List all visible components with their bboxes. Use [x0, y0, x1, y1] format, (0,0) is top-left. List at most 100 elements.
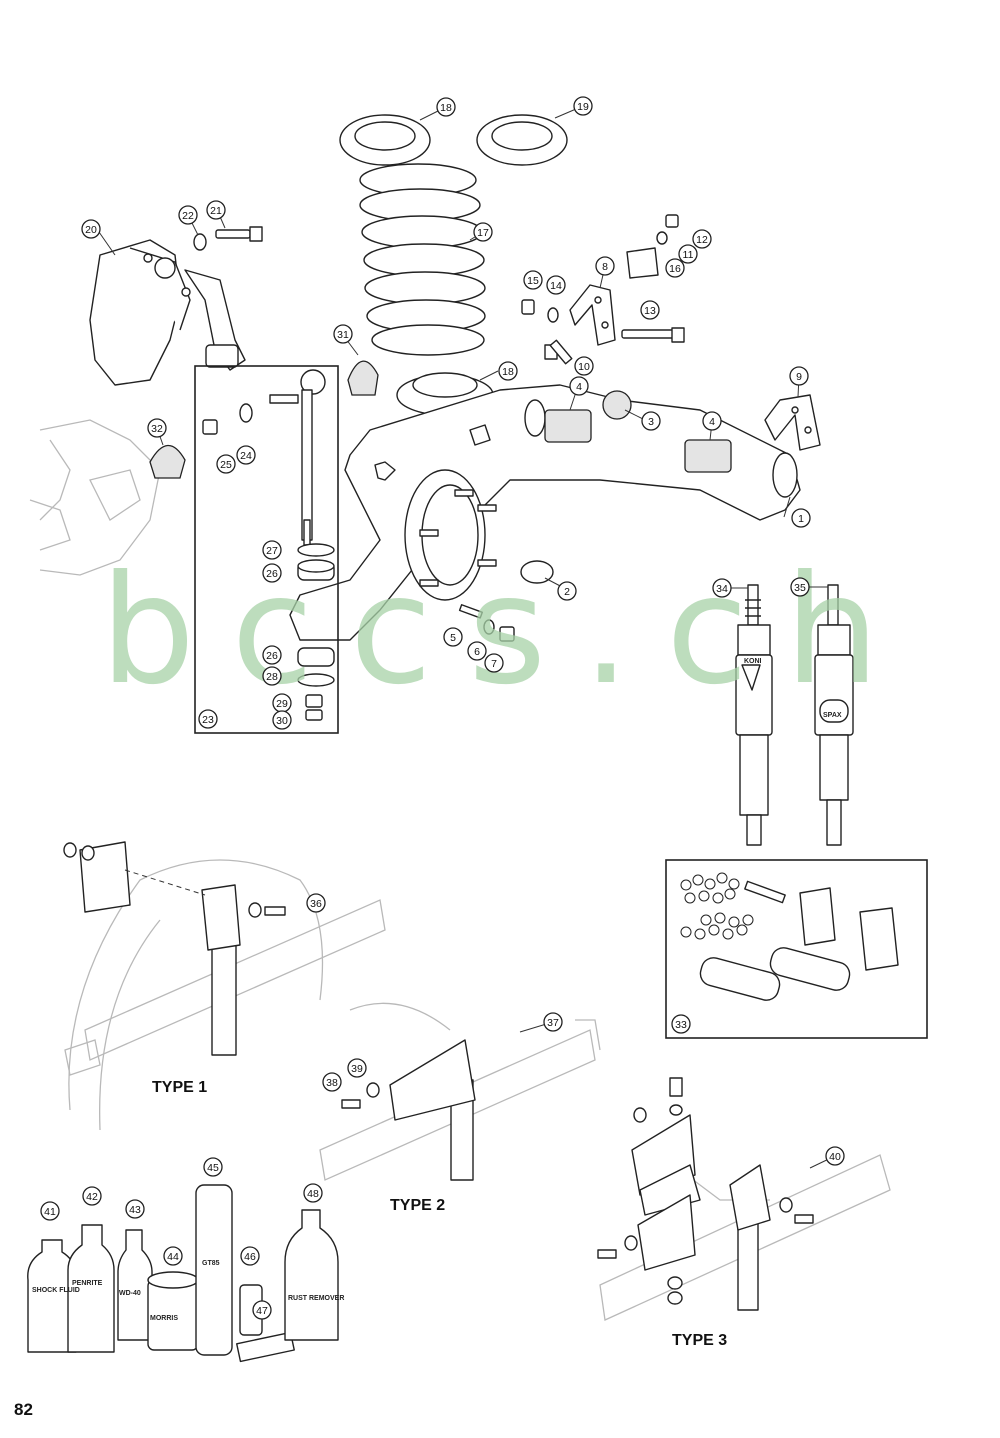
bolt-13-head	[671, 327, 685, 343]
callout-28: 28	[262, 666, 282, 686]
callout-20: 20	[81, 219, 101, 239]
callout-13: 13	[640, 300, 660, 320]
callout-38: 38	[322, 1072, 342, 1092]
nut-25	[202, 419, 218, 435]
bolt-10	[549, 339, 573, 365]
callout-25: 25	[216, 454, 236, 474]
type-3-label: TYPE 3	[672, 1332, 727, 1349]
svg-text:13: 13	[644, 305, 656, 317]
svg-text:31: 31	[337, 329, 349, 341]
svg-text:34: 34	[716, 583, 728, 595]
washer-14	[547, 307, 559, 323]
svg-text:6: 6	[474, 646, 480, 658]
svg-text:24: 24	[240, 450, 252, 462]
svg-text:22: 22	[182, 210, 194, 222]
type2-illustration	[319, 1002, 601, 1181]
coil-spring	[359, 163, 486, 356]
type-2-label: TYPE 2	[390, 1197, 445, 1214]
callout-30: 30	[272, 710, 292, 730]
lower-wishbone	[289, 384, 801, 641]
bracket-9	[764, 394, 821, 451]
svg-text:35: 35	[794, 582, 806, 594]
washer-11	[656, 231, 668, 245]
callout-9: 9	[789, 366, 809, 386]
callout-5: 5	[443, 627, 463, 647]
callout-43: 43	[125, 1199, 145, 1219]
svg-text:46: 46	[244, 1251, 256, 1263]
stud-5	[458, 604, 484, 619]
svg-text:29: 29	[276, 698, 288, 710]
svg-text:30: 30	[276, 715, 288, 727]
svg-text:26: 26	[266, 650, 278, 662]
bolt-13	[621, 329, 678, 339]
callout-35: 35	[790, 577, 810, 597]
callout-47: 47	[252, 1300, 272, 1320]
svg-text:41: 41	[44, 1206, 56, 1218]
callout-18a: 18	[436, 97, 456, 117]
callout-6: 6	[467, 641, 487, 661]
morris-label: MORRIS	[150, 1315, 178, 1322]
svg-text:9: 9	[796, 371, 802, 383]
svg-text:11: 11	[683, 249, 694, 261]
callout-17: 17	[473, 222, 493, 242]
svg-text:15: 15	[527, 275, 539, 287]
svg-text:26: 26	[266, 568, 278, 580]
consumables	[27, 1184, 339, 1363]
conversion-kit-box	[665, 859, 928, 1039]
svg-text:8: 8	[602, 261, 608, 273]
page-number: 82	[14, 1400, 33, 1419]
callout-16: 16	[665, 258, 685, 278]
callout-21: 21	[206, 200, 226, 220]
svg-text:39: 39	[351, 1063, 363, 1075]
svg-text:4: 4	[709, 416, 715, 428]
callout-10: 10	[574, 356, 594, 376]
washer-24	[239, 403, 253, 423]
svg-text:20: 20	[85, 224, 97, 236]
svg-text:37: 37	[547, 1017, 559, 1029]
bush-stack-upper	[297, 543, 335, 581]
callout-7: 7	[484, 653, 504, 673]
callout-46: 46	[240, 1246, 260, 1266]
callout-42: 42	[82, 1186, 102, 1206]
bolt-21	[215, 226, 263, 242]
washer-6	[483, 619, 495, 635]
shock-fluid-label: SHOCK FLUID	[32, 1287, 80, 1294]
callout-44: 44	[163, 1246, 183, 1266]
callout-3: 3	[641, 411, 661, 431]
hub-studs	[419, 489, 497, 587]
bush-stack-lower	[297, 647, 335, 687]
svg-text:27: 27	[266, 545, 278, 557]
callout-11: 11	[678, 244, 698, 264]
callout-15: 15	[523, 270, 543, 290]
svg-text:47: 47	[256, 1305, 268, 1317]
svg-text:5: 5	[450, 632, 456, 644]
callout-12: 12	[692, 229, 712, 249]
nut-30	[305, 709, 323, 721]
svg-text:18: 18	[502, 366, 514, 378]
damper-spax	[814, 584, 854, 846]
callout-8: 8	[595, 256, 615, 276]
bush-4a	[544, 409, 592, 443]
svg-text:33: 33	[675, 1019, 687, 1031]
svg-text:48: 48	[307, 1188, 319, 1200]
callout-45: 45	[203, 1157, 223, 1177]
anti-roll-link-box	[194, 365, 339, 734]
nut-7	[499, 626, 515, 642]
callout-22: 22	[178, 205, 198, 225]
nut-12	[665, 214, 679, 228]
washer-22	[193, 233, 207, 251]
callout-23: 23	[198, 709, 218, 729]
rust-remover-label: RUST REMOVER	[288, 1295, 344, 1302]
svg-text:7: 7	[491, 658, 497, 670]
callout-2: 2	[557, 581, 577, 601]
callout-4a: 4	[569, 376, 589, 396]
bump-stop-32	[149, 444, 186, 479]
callout-39: 39	[347, 1058, 367, 1078]
callouts: 1 2 3 4 4 5 6 7 8 9 10 11 12 13 14 15 16…	[40, 96, 845, 1320]
callout-40: 40	[825, 1146, 845, 1166]
svg-text:1: 1	[798, 513, 804, 525]
svg-text:19: 19	[577, 101, 589, 113]
bracket-8	[569, 284, 616, 346]
type3-illustration	[597, 1077, 891, 1321]
